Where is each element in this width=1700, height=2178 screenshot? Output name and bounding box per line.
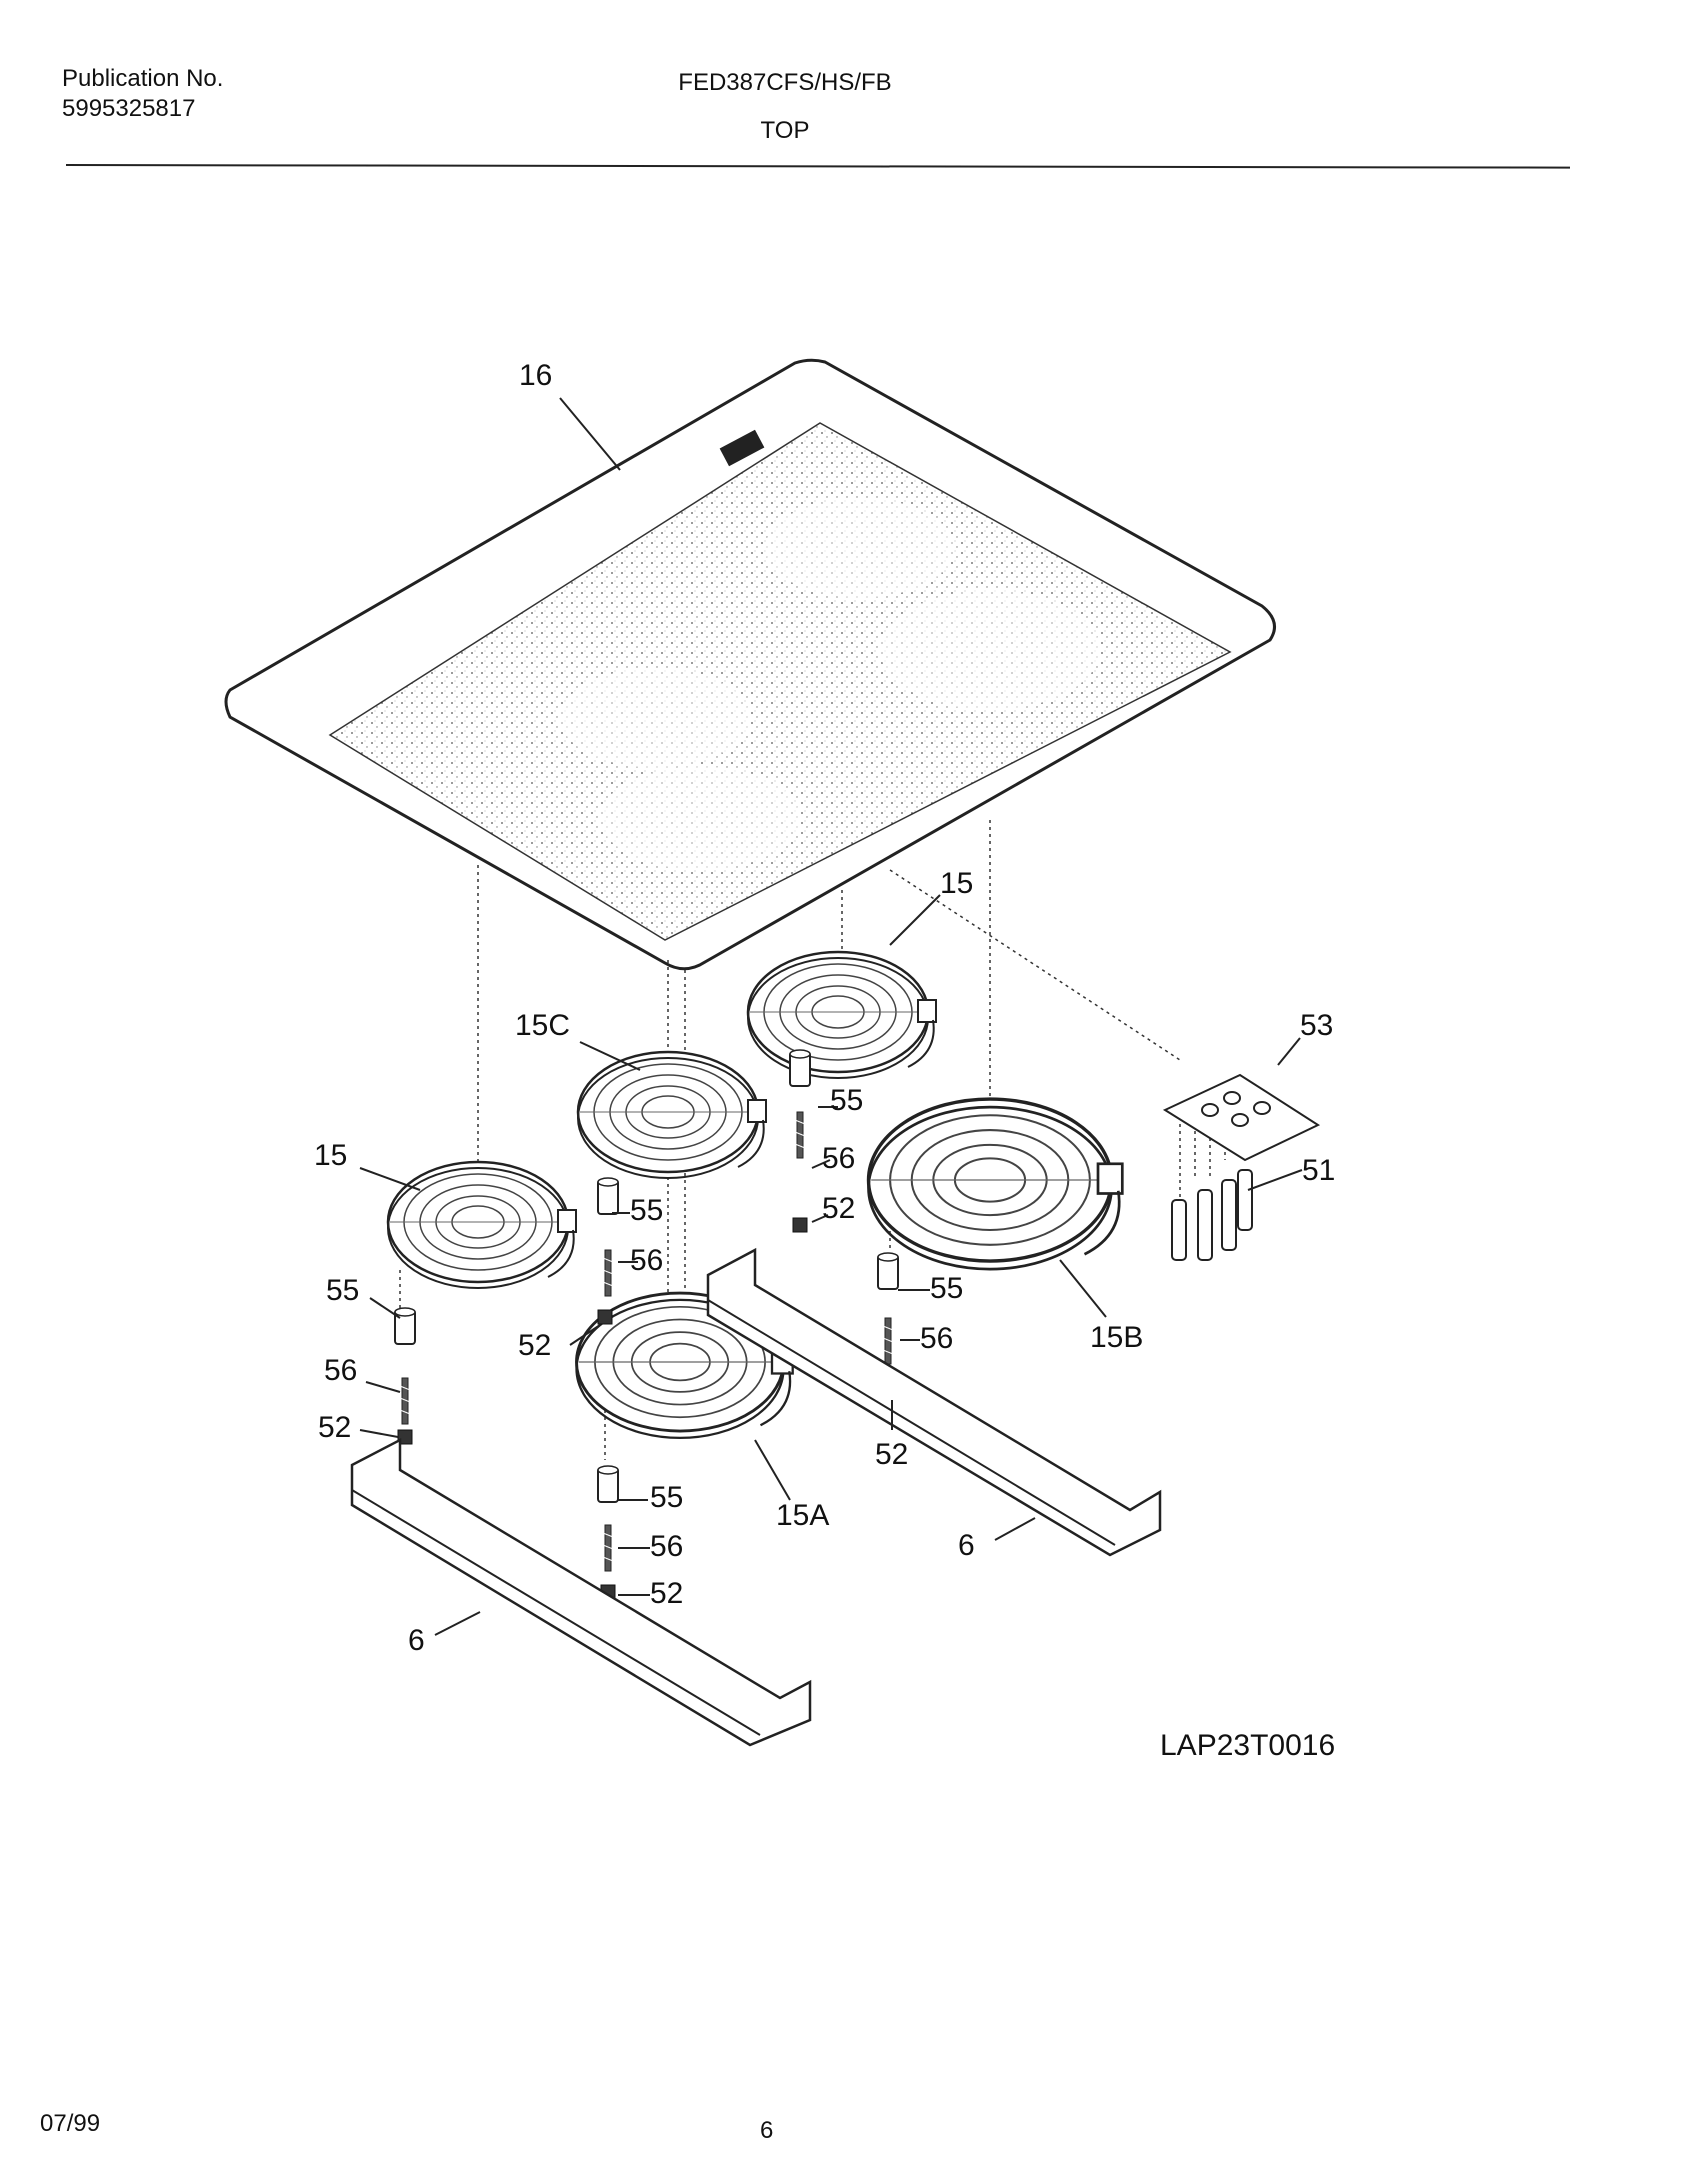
cooktop-glass — [224, 358, 1276, 971]
callout-56-c: 56 — [324, 1354, 357, 1387]
screw-56-e — [602, 1524, 614, 1572]
drawing-id: LAP23T0016 — [1160, 1729, 1335, 1762]
screw-56-a — [794, 1111, 806, 1159]
callout-6-front: 6 — [408, 1624, 425, 1657]
footer-page-number: 6 — [760, 2117, 774, 2144]
callout-55-e: 55 — [650, 1481, 683, 1514]
callout-16: 16 — [519, 359, 552, 392]
nut-52-b — [597, 1309, 613, 1325]
callout-51: 51 — [1302, 1154, 1335, 1187]
screw-56-d — [882, 1317, 894, 1365]
support-bar-6-rear — [706, 1247, 1162, 1557]
callout-52-a: 52 — [822, 1192, 855, 1225]
spacer-55-b — [597, 1177, 619, 1215]
element-15-front-left — [386, 1160, 578, 1290]
callout-53: 53 — [1300, 1009, 1333, 1042]
support-bar-6-front — [350, 1437, 812, 1747]
spacer-55-c — [394, 1307, 416, 1345]
callout-15-rear-right: 15 — [940, 867, 973, 900]
nut-52-a — [792, 1217, 808, 1233]
callout-15B: 15B — [1090, 1321, 1143, 1354]
spacer-55-e — [597, 1465, 619, 1503]
footer-date: 07/99 — [40, 2110, 101, 2137]
callout-56-d: 56 — [920, 1322, 953, 1355]
callout-15-front-left: 15 — [314, 1139, 347, 1172]
bracket-plate-53 — [1162, 1073, 1321, 1162]
screw-56-b — [602, 1249, 614, 1297]
leader-lines — [359, 397, 1303, 1636]
callout-55-c: 55 — [326, 1274, 359, 1307]
model-number: FED387CFS/HS/FB — [678, 69, 892, 96]
callout-56-e: 56 — [650, 1530, 683, 1563]
spacer-55-d — [877, 1252, 899, 1290]
callout-55-d: 55 — [930, 1272, 963, 1305]
element-15C — [576, 1050, 768, 1180]
callout-56-b: 56 — [630, 1244, 663, 1277]
callout-15A: 15A — [776, 1499, 829, 1532]
publication-label: Publication No. — [62, 65, 224, 92]
section-title: TOP — [760, 117, 810, 144]
spacer-55-a — [789, 1049, 811, 1087]
callout-52-e: 52 — [650, 1577, 683, 1610]
screw-56-c — [399, 1377, 411, 1425]
element-15-rear-right — [746, 950, 938, 1080]
callout-52-b: 52 — [518, 1329, 551, 1362]
limiters-51 — [1171, 1169, 1253, 1261]
callout-56-a: 56 — [822, 1142, 855, 1175]
callout-6-rear: 6 — [958, 1529, 975, 1562]
callout-15C: 15C — [515, 1009, 570, 1042]
callout-55-b: 55 — [630, 1194, 663, 1227]
callout-55-a: 55 — [830, 1084, 863, 1117]
callout-52-d: 52 — [875, 1438, 908, 1471]
element-15B — [866, 1097, 1124, 1271]
publication-number: 5995325817 — [62, 95, 196, 122]
vent-slots — [719, 429, 765, 467]
callout-52-c: 52 — [318, 1411, 351, 1444]
